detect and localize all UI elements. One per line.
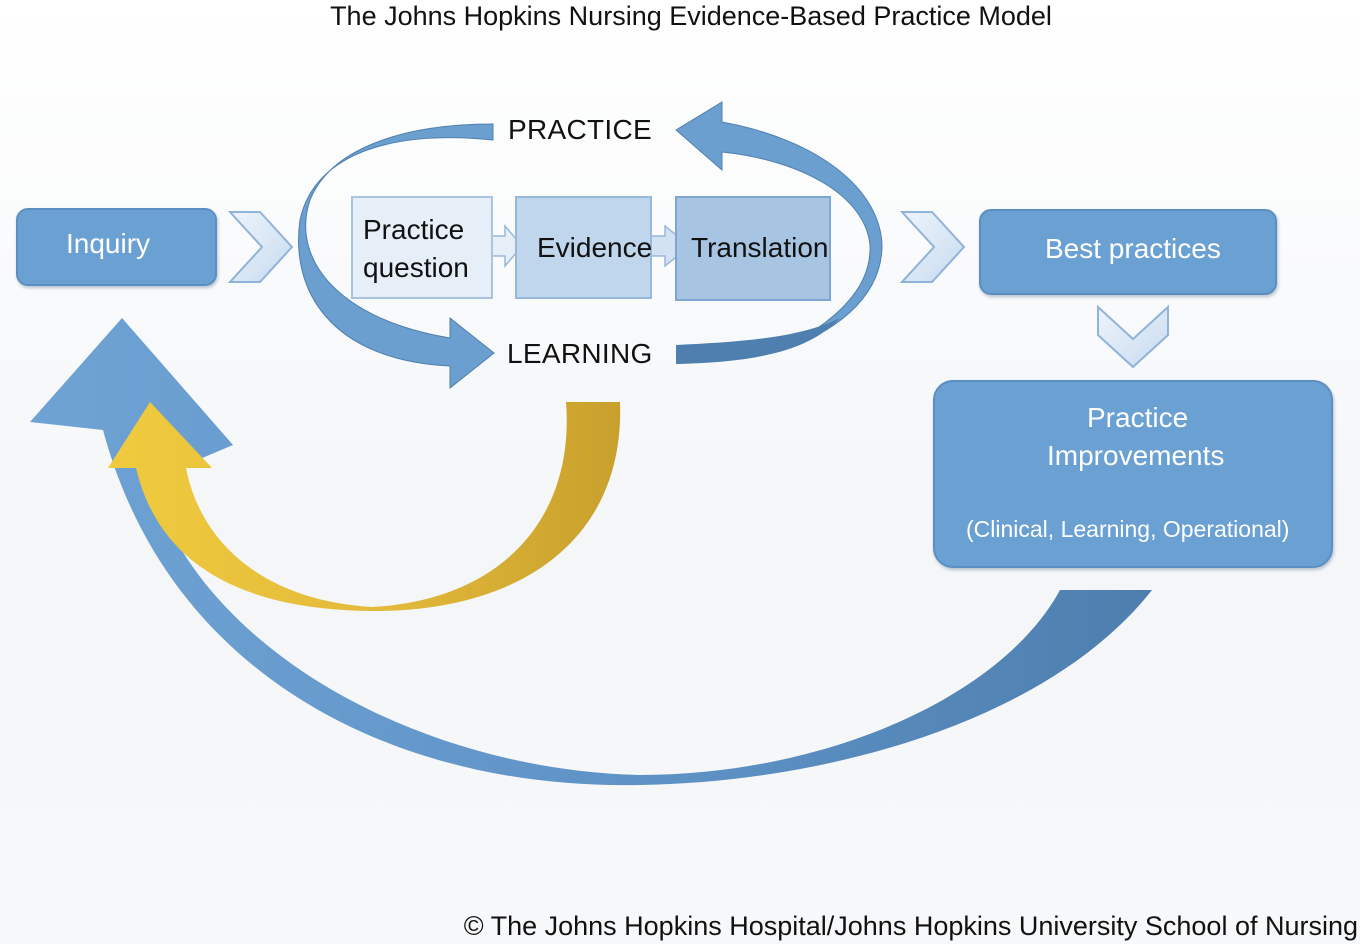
evidence-box: Evidence [515,196,652,299]
cycle-label-learning: LEARNING [507,338,653,369]
best-practices-label: Best practices [1045,233,1221,264]
practice-improvements-sublabel: (Clinical, Learning, Operational) [966,516,1290,542]
step-arrow-icon [490,223,523,269]
copyright-notice: © The Johns Hopkins Hospital/Johns Hopki… [463,911,1358,941]
translation-box: Translation [675,196,831,301]
practice-question-label-line2: question [363,252,469,283]
cycle-arc-left [298,123,495,390]
practice-improvements-box: Practice Improvements (Clinical, Learnin… [933,380,1333,568]
chevron-right-icon [227,211,294,283]
diagram-title: The Johns Hopkins Nursing Evidence-Based… [330,1,1052,31]
practice-improvements-label-line1: Practice [1087,402,1189,433]
cycle-band-learning [676,318,840,364]
feedback-arrow-large [30,318,1152,786]
practice-question-label-line1: Practice [363,214,465,245]
chevron-down-icon [1097,304,1169,369]
chevron-right-icon [899,211,966,283]
best-practices-box: Best practices [979,209,1277,295]
evidence-label: Evidence [537,232,653,263]
inquiry-label: Inquiry [66,228,151,259]
practice-question-box: Practice question [351,196,493,299]
translation-label: Translation [691,232,829,263]
practice-improvements-label-line2: Improvements [1047,440,1225,471]
inquiry-box: Inquiry [16,208,217,286]
feedback-arrow-gold [108,402,621,612]
cycle-label-practice: PRACTICE [508,114,652,145]
